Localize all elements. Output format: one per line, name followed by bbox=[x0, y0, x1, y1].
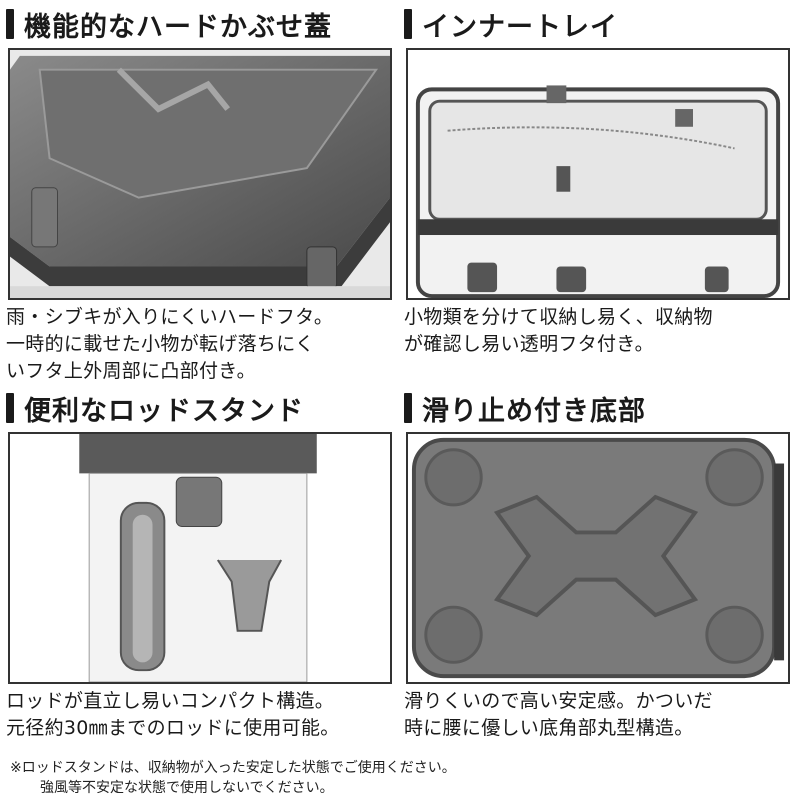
footnote-line: 強風等不安定な状態で使用しないでください。 bbox=[40, 780, 334, 796]
header-bar bbox=[404, 393, 412, 423]
caption-line: 時に腰に優しい底角部丸型構造。 bbox=[404, 717, 694, 739]
footnote-line: ※ロッドスタンドは、収納物が入った安定した状態でご使用ください。 bbox=[10, 760, 456, 776]
panel-caption: 小物類を分けて収納し易く、収納物 が確認し易い透明フタ付き。 bbox=[404, 304, 796, 358]
panel-caption: 雨・シブキが入りにくいハードフタ。 一時的に載せた小物が転げ落ちにく いフタ上外… bbox=[6, 304, 398, 385]
rod-stand-photo bbox=[8, 432, 392, 684]
panel-title: 滑り止め付き底部 bbox=[422, 395, 646, 427]
header-bar bbox=[6, 393, 14, 423]
footnote: ※ロッドスタンドは、収納物が入った安定した状態でご使用ください。 強風等不安定な… bbox=[10, 758, 456, 798]
feature-panel-non-slip-bottom: 滑り止め付き底部 滑りくいので高い安定感。かついだ 時に腰に優しい底角部丸型構造… bbox=[404, 388, 796, 742]
panel-title: 機能的なハードかぶせ蓋 bbox=[24, 11, 332, 43]
caption-line: 小物類を分けて収納し易く、収納物 bbox=[404, 306, 713, 328]
panel-header: 便利なロッドスタンド bbox=[6, 388, 398, 428]
caption-line: 元径約30㎜までのロッドに使用可能。 bbox=[6, 717, 340, 739]
caption-line: いフタ上外周部に凸部付き。 bbox=[6, 360, 256, 382]
feature-panel-rod-stand: 便利なロッドスタンド ロッドが直立し易いコンパクト構造。 元径約30㎜までのロッ… bbox=[6, 388, 398, 742]
feature-panel-inner-tray: インナートレイ 小物類を分けて収納し易く、収納物 が確認し易い透明フタ付き。 bbox=[404, 4, 796, 358]
caption-line: 雨・シブキが入りにくいハードフタ。 bbox=[6, 306, 334, 328]
panel-title: インナートレイ bbox=[422, 11, 618, 43]
header-bar bbox=[6, 9, 14, 39]
hard-lid-photo bbox=[8, 48, 392, 300]
panel-caption: 滑りくいので高い安定感。かついだ 時に腰に優しい底角部丸型構造。 bbox=[404, 688, 796, 742]
panel-caption: ロッドが直立し易いコンパクト構造。 元径約30㎜までのロッドに使用可能。 bbox=[6, 688, 398, 742]
panel-header: 滑り止め付き底部 bbox=[404, 388, 796, 428]
panel-header: 機能的なハードかぶせ蓋 bbox=[6, 4, 398, 44]
caption-line: 一時的に載せた小物が転げ落ちにく bbox=[6, 333, 315, 355]
feature-panel-hard-lid: 機能的なハードかぶせ蓋 雨・シブキが入りにくいハードフタ。 一時的に載せた小物が… bbox=[6, 4, 398, 385]
non-slip-bottom-photo bbox=[406, 432, 790, 684]
inner-tray-photo bbox=[406, 48, 790, 300]
caption-line: が確認し易い透明フタ付き。 bbox=[404, 333, 654, 355]
header-bar bbox=[404, 9, 412, 39]
caption-line: 滑りくいので高い安定感。かついだ bbox=[404, 690, 713, 712]
panel-header: インナートレイ bbox=[404, 4, 796, 44]
caption-line: ロッドが直立し易いコンパクト構造。 bbox=[6, 690, 335, 712]
panel-title: 便利なロッドスタンド bbox=[24, 395, 304, 427]
